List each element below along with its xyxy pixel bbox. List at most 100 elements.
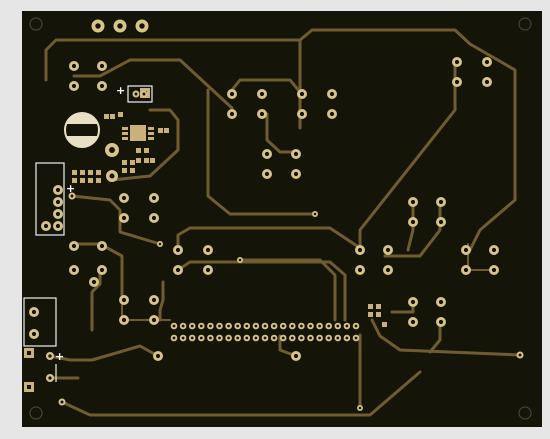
through-hole-pad	[436, 317, 446, 327]
header-pin	[207, 322, 214, 330]
header-pin	[298, 322, 305, 330]
connector-outline-left	[35, 162, 65, 236]
through-hole-pad	[97, 241, 107, 251]
through-hole-pad	[327, 89, 337, 99]
through-hole-pad	[119, 213, 129, 223]
header-pin	[179, 334, 187, 342]
through-hole-pad	[408, 317, 418, 327]
trace-mid-bus	[176, 226, 362, 250]
trace-left-chain-2	[90, 268, 102, 332]
trace-cluster-down	[265, 112, 298, 154]
through-hole-pad	[291, 149, 301, 159]
through-hole-pad	[149, 193, 159, 203]
header-pin	[170, 322, 178, 330]
pcb-substrate	[22, 11, 542, 427]
through-hole-pad	[69, 241, 79, 251]
small-pad	[58, 398, 66, 406]
header-pin	[307, 322, 314, 330]
through-hole-pad	[173, 265, 183, 275]
through-hole-pad	[291, 169, 301, 179]
through-hole-pad	[452, 57, 462, 67]
capacitor-pad	[106, 170, 118, 182]
through-hole-pad	[482, 57, 492, 67]
through-hole-pad	[327, 109, 337, 119]
connector-outline-bottom-left	[23, 297, 57, 347]
header-pin	[243, 322, 251, 330]
through-hole-pad	[53, 197, 63, 207]
regulator-pad	[132, 90, 140, 98]
through-hole-pad	[355, 265, 365, 275]
through-hole-pad	[97, 81, 107, 91]
through-hole-pad	[119, 295, 129, 305]
header-pin	[289, 334, 296, 342]
header-pin	[279, 334, 287, 342]
through-hole-pad	[173, 245, 183, 255]
silk-plus-connector: +	[66, 182, 75, 195]
through-hole-pad	[29, 307, 39, 317]
header-pin	[334, 322, 342, 330]
large-pad	[113, 19, 127, 33]
large-pad	[135, 19, 149, 33]
regulator-outline	[127, 85, 153, 103]
header-pin	[270, 322, 278, 330]
through-hole-pad	[257, 89, 267, 99]
regulator-pad	[140, 90, 148, 98]
header-pin	[343, 322, 351, 330]
through-hole-pad	[383, 245, 393, 255]
silk-plus-regulator: +	[116, 84, 125, 97]
through-hole-pad	[149, 295, 159, 305]
header-pin	[343, 334, 351, 342]
through-hole-pad	[482, 77, 492, 87]
through-hole-pad	[69, 265, 79, 275]
connector-pad	[41, 221, 51, 231]
through-hole-pad	[203, 245, 213, 255]
through-hole-pad	[461, 245, 471, 255]
through-hole-pad	[53, 221, 63, 231]
small-pad	[46, 374, 54, 382]
through-hole-pad	[408, 297, 418, 307]
through-hole-pad	[461, 265, 471, 275]
through-hole-pad	[489, 245, 499, 255]
through-hole-pad	[408, 197, 418, 207]
large-pad	[91, 19, 105, 33]
header-pin	[334, 334, 342, 342]
header-pin	[225, 322, 232, 330]
header-pin	[298, 334, 305, 342]
header-pin	[325, 334, 333, 342]
through-hole-pad	[297, 109, 307, 119]
silkscreen-layer: + + +	[23, 84, 153, 382]
header-pin	[279, 322, 287, 330]
through-hole-pad	[436, 297, 446, 307]
mounting-hole-top-left	[29, 17, 43, 31]
header-pin	[207, 334, 214, 342]
through-hole-pad	[97, 61, 107, 71]
through-hole-pad	[436, 197, 446, 207]
through-hole-pad	[119, 315, 129, 325]
mounting-hole-bottom-left	[29, 406, 43, 420]
header-pin	[179, 322, 187, 330]
through-hole-pad	[29, 329, 39, 339]
trace-right-bottom	[370, 318, 522, 357]
small-pad	[46, 352, 54, 360]
trace-right-stack-2	[383, 198, 442, 258]
trace-top-left-pads	[72, 58, 234, 110]
header-pin	[188, 334, 196, 342]
trace-header-down	[278, 334, 298, 358]
trace-bottom-sweep	[60, 370, 422, 417]
smd-components	[72, 160, 387, 327]
header-pin	[234, 334, 241, 342]
via-pad	[157, 241, 163, 247]
header-pin	[170, 334, 178, 342]
mounting-hole-top-right	[518, 17, 532, 31]
header-pin	[198, 334, 205, 342]
trace-to-header	[70, 194, 162, 246]
header-pin	[289, 322, 296, 330]
header-pin	[188, 322, 196, 330]
header-pin	[261, 334, 269, 342]
capacitor-pad	[105, 143, 119, 157]
silk-plus-bottom: +	[55, 350, 64, 363]
header-pin	[252, 334, 260, 342]
trace-mid-bus-2	[176, 260, 347, 322]
through-hole-pad	[489, 265, 499, 275]
